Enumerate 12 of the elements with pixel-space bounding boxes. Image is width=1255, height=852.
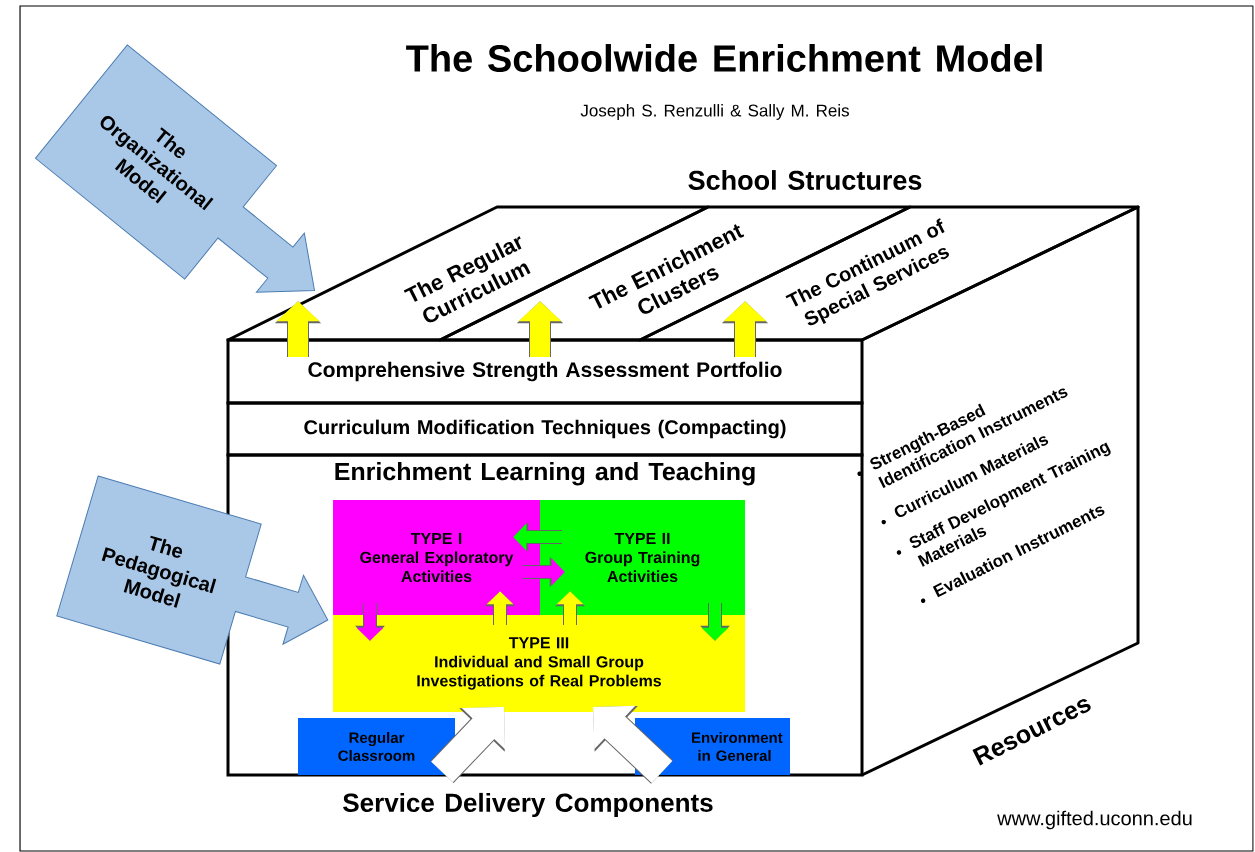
- heading: Service Delivery Components: [343, 792, 713, 818]
- type-box: TYPE III Individual and Small Group Investigations of Real Problems: [333, 615, 745, 712]
- type-box: TYPE II Group Training Activities: [540, 500, 745, 615]
- heading: School Structures: [688, 170, 922, 190]
- section-box: Curriculum Modification Techniques (Compacting): [226, 401, 864, 457]
- section-box: Comprehensive Strength Assessment Portfolio: [226, 338, 864, 405]
- setting-box: Regular Classroom: [298, 718, 455, 775]
- type-box: TYPE I General Exploratory Activities: [333, 500, 540, 615]
- block-arrow: [593, 705, 673, 784]
- subtitle: Joseph S. Renzulli & Sally M. Reis: [580, 104, 849, 120]
- web-address: www.gifted.uconn.edu: [997, 810, 1192, 830]
- title: The Schoolwide Enrichment Model: [406, 44, 1042, 72]
